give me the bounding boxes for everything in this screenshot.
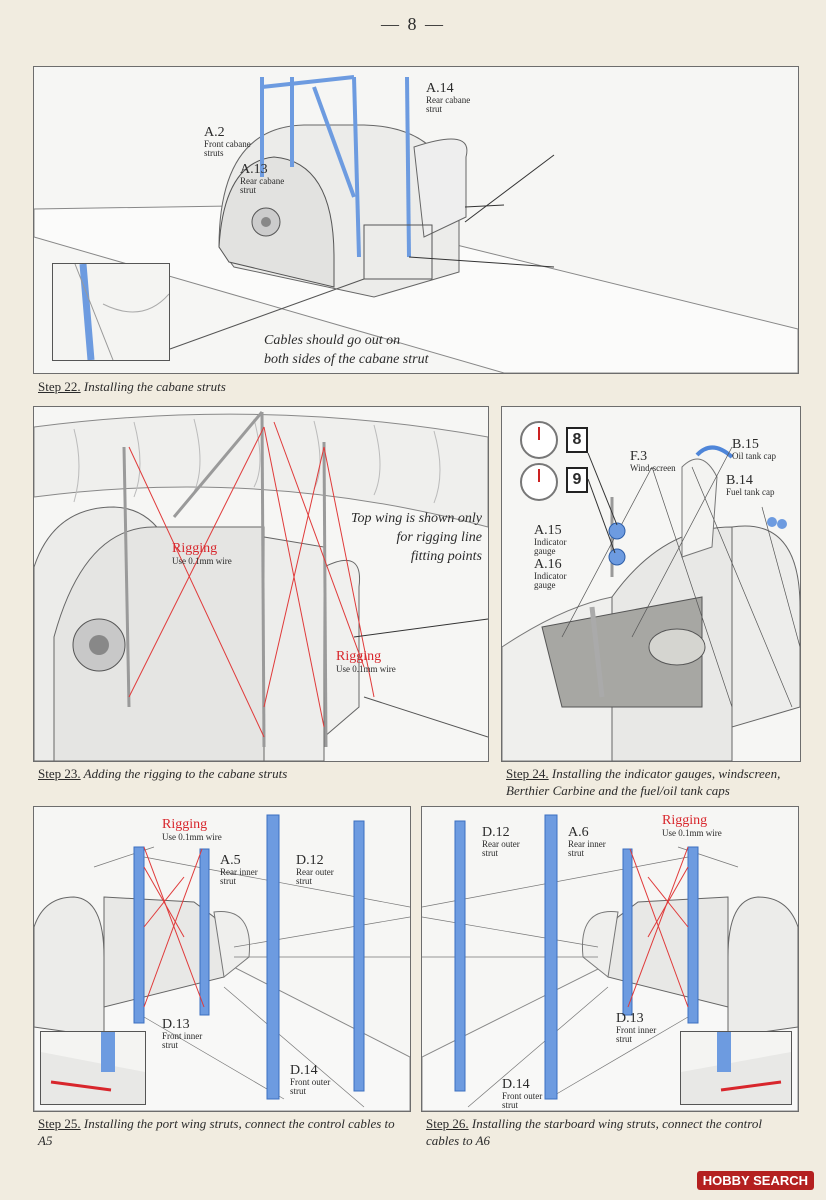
step22-caption: Step 22. Installing the cabane struts: [38, 379, 226, 394]
step23-note: Top wing is shown only for rigging line …: [351, 511, 482, 564]
page-number: — 8 —: [381, 14, 445, 34]
step26-illustration: [422, 814, 798, 1111]
step23-illustration: [34, 411, 488, 761]
step24-caption: Step 24. Installing the indicator gauges…: [506, 766, 781, 798]
step22-detail-inset: [52, 263, 170, 361]
step25-detail-inset: [40, 1031, 146, 1105]
step26-detail-inset: [680, 1031, 792, 1105]
step22-illustration: [34, 75, 798, 373]
step24-illustration: [502, 445, 800, 761]
step26-caption: Step 26. Installing the starboard wing s…: [426, 1116, 762, 1148]
step22-note: Cables should go out on both sides of th…: [264, 333, 429, 367]
step25-caption: Step 25. Installing the port wing struts…: [38, 1116, 395, 1148]
gauge-8-illustration: [520, 421, 558, 459]
part-box-8: 8: [566, 427, 588, 453]
step23-caption: Step 23. Adding the rigging to the caban…: [38, 766, 288, 781]
hobby-search-watermark: HOBBY SEARCH: [696, 1171, 814, 1190]
part-box-9: 9: [566, 467, 588, 493]
gauge-9-illustration: [520, 463, 558, 501]
